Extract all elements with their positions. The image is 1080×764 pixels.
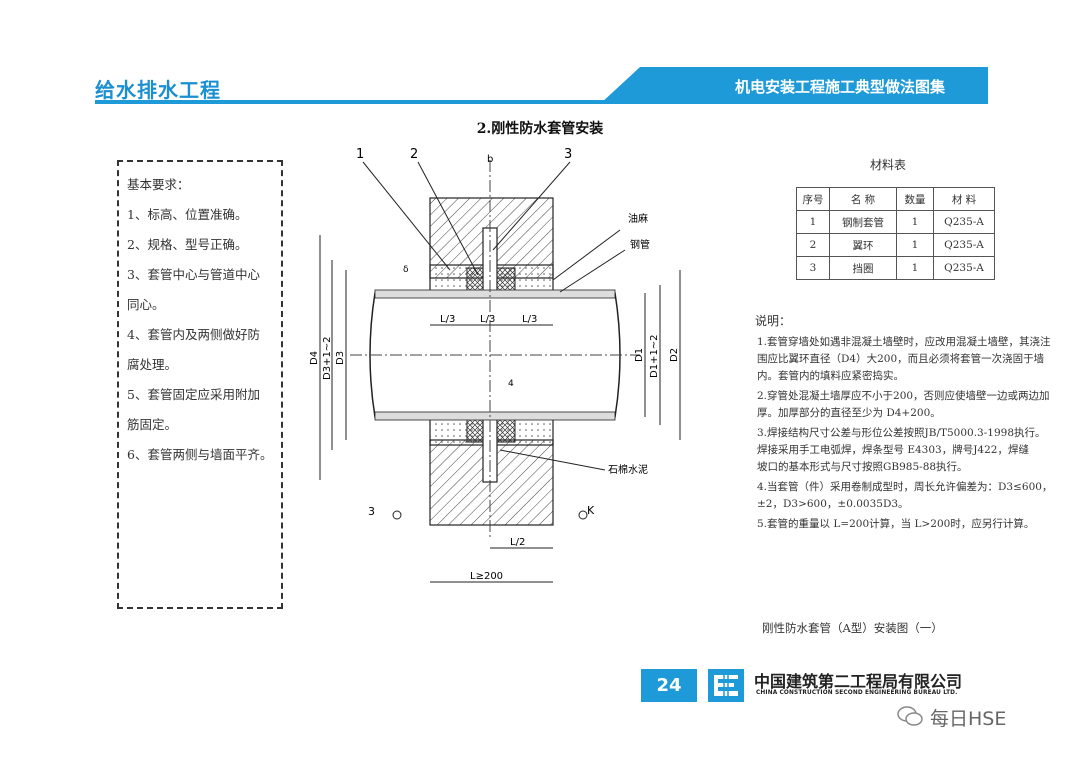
col-header: 名 称 — [829, 187, 897, 211]
table-cell: 3 — [796, 256, 830, 280]
notes-list: 1.套管穿墙处如遇非混凝土墙壁时，应改用混凝土墙壁，其浇注 围应比翼环直径（D4… — [757, 334, 1057, 536]
pipe-leader — [559, 249, 626, 293]
header-tab — [600, 67, 988, 104]
section-mark-right — [578, 510, 588, 520]
note-item: 4.当套管（件）采用卷制成型时，周长允许偏差为：D3≤600， ±2，D3>60… — [757, 481, 1053, 510]
note-item: 3.焊接结构尺寸公差与形位公差按照JB/T5000.3-1998执行。 焊接采用… — [757, 427, 1046, 473]
requirement-line: 3、套管中心与管道中心 — [127, 267, 260, 282]
company-logo-icon — [708, 669, 744, 702]
section-title: 给水排水工程 — [95, 78, 221, 102]
table-cell: 挡圈 — [829, 256, 897, 280]
requirement-line: 6、套管两侧与墙面平齐。 — [127, 447, 273, 462]
section-left: 3 — [368, 505, 375, 518]
sleeve-section-drawing: 1 2 3 b δ L/3 L/3 L/3 4 D4 D3+1~2 D3 D1 … — [309, 147, 681, 583]
requirements-box: 基本要求： 1、标高、位置准确。 2、规格、型号正确。 3、套管中心与管道中心 … — [117, 160, 283, 609]
dim-total: L≥200 — [470, 571, 503, 582]
table-cell: 钢制套管 — [829, 210, 897, 234]
col-header: 材 料 — [933, 187, 995, 211]
callout-3-leader — [492, 161, 571, 251]
requirement-line: 1、标高、位置准确。 — [127, 207, 248, 222]
dim-4: 4 — [508, 379, 514, 389]
notes-title: 说明： — [755, 314, 792, 328]
table-cell: 1 — [896, 233, 934, 257]
table-cell: 1 — [896, 256, 934, 280]
header-band — [95, 100, 988, 104]
dim-d1: D1 — [634, 348, 645, 362]
materials-table: 序号 名 称 数量 材 料 1 钢制套管 1 Q235-A 2 翼环 1 Q23… — [796, 187, 995, 280]
callout-2: 2 — [410, 147, 418, 162]
requirement-line: 基本要求： — [127, 177, 190, 192]
table-row: 3 挡圈 1 Q235-A — [796, 256, 995, 280]
pipe-wall-bottom — [374, 411, 616, 421]
dim-third-3: L/3 — [522, 314, 537, 325]
dim-b: b — [487, 154, 493, 165]
dim-d3: D3 — [335, 351, 346, 365]
materials-title: 材料表 — [870, 158, 907, 172]
label-pipe: 钢管 — [630, 238, 650, 251]
requirement-line: 5、套管固定应采用附加 — [127, 387, 260, 402]
requirement-line: 同心。 — [127, 297, 165, 312]
section-right: K — [587, 504, 595, 517]
requirement-line: 腐处理。 — [127, 357, 178, 372]
watermark: 每日HSE — [930, 708, 1007, 730]
callout-1: 1 — [356, 147, 364, 162]
table-header-row: 序号 名 称 数量 材 料 — [796, 187, 995, 211]
note-item: 5.套管的重量以 L=200计算，当 L>200时，应另行计算。 — [757, 518, 1035, 530]
dim-third-1: L/3 — [440, 314, 455, 325]
dim-d2: D2 — [669, 348, 680, 362]
section-mark-left — [392, 510, 402, 520]
pipe-wall-top — [374, 289, 616, 299]
requirement-line: 4、套管内及两侧做好防 — [127, 327, 260, 342]
dim-half: L/2 — [510, 537, 525, 548]
requirement-line: 筋固定。 — [127, 417, 178, 432]
table-cell: 翼环 — [829, 233, 897, 257]
col-header: 数量 — [896, 187, 934, 211]
table-cell: Q235-A — [933, 210, 995, 234]
table-cell: 2 — [796, 233, 830, 257]
table-row: 1 钢制套管 1 Q235-A — [796, 210, 995, 234]
requirement-line: 2、规格、型号正确。 — [127, 237, 248, 252]
dim-delta: δ — [403, 265, 409, 275]
table-cell: 1 — [896, 210, 934, 234]
callout-1-leader — [362, 161, 451, 271]
callout-3: 3 — [564, 147, 572, 162]
dim-d1-12: D1+1~2 — [649, 334, 660, 378]
dim-d3-12: D3+1~2 — [322, 336, 333, 380]
col-header: 序号 — [796, 187, 830, 211]
company-name-en: CHINA CONSTRUCTION SECOND ENGINEERING BU… — [756, 690, 958, 696]
oil-leader — [552, 229, 621, 281]
label-asbestos: 石棉水泥 — [608, 463, 648, 476]
dim-d4: D4 — [309, 351, 320, 365]
page-title: 2.刚性防水套管安装 — [476, 121, 604, 137]
wechat-icon — [897, 706, 923, 726]
label-oil: 油麻 — [628, 212, 648, 225]
dim-third-2: L/3 — [480, 314, 495, 325]
company-name: 中国建筑第二工程局有限公司 — [754, 672, 963, 691]
table-cell: Q235-A — [933, 256, 995, 280]
atlas-title: 机电安装工程施工典型做法图集 — [735, 78, 946, 96]
table-row: 2 翼环 1 Q235-A — [796, 233, 995, 257]
note-item: 1.套管穿墙处如遇非混凝土墙壁时，应改用混凝土墙壁，其浇注 围应比翼环直径（D4… — [757, 336, 1051, 382]
table-cell: Q235-A — [933, 233, 995, 257]
table-cell: 1 — [796, 210, 830, 234]
page-number: 24 — [641, 669, 697, 702]
asbestos-leader — [499, 449, 606, 471]
drawing-caption: 刚性防水套管（A型）安装图（一） — [762, 621, 943, 635]
note-item: 2.穿管处混凝土墙厚应不小于200，否则应使墙壁一边或两边加 厚。加厚部分的直径… — [757, 390, 1050, 419]
callout-2-leader — [417, 161, 479, 276]
